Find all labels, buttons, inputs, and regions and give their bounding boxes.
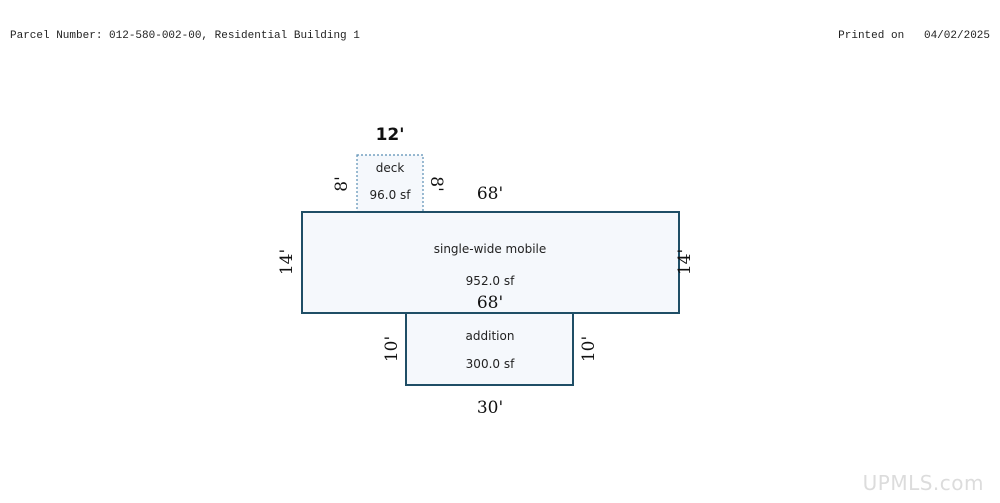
mobile-bottom-dim: 68' <box>477 293 503 313</box>
mobile-area: 952.0 sf <box>466 274 515 288</box>
deck-left-dim: 8' <box>332 176 352 192</box>
addition-area: 300.0 sf <box>466 357 515 371</box>
deck-right-dim: 8' <box>426 176 446 192</box>
deck-top-dim: 12' <box>376 125 405 145</box>
printed-on: Printed on 04/02/2025 <box>838 30 990 42</box>
deck-name: deck <box>376 161 405 175</box>
mobile-top-dim: 68' <box>477 184 503 204</box>
addition-right-dim: 10' <box>579 336 599 362</box>
parcel-number: Parcel Number: 012-580-002-00, Residenti… <box>10 30 360 42</box>
addition-left-dim: 10' <box>382 336 402 362</box>
addition-bottom-dim: 30' <box>477 398 503 418</box>
mobile-right-dim: 14' <box>675 249 695 275</box>
mobile-name: single-wide mobile <box>434 242 547 256</box>
deck-area: 96.0 sf <box>369 188 411 202</box>
printed-label: Printed on <box>838 30 905 42</box>
mobile-left-dim: 14' <box>277 249 297 275</box>
upmls-watermark: UPMLS.com <box>862 471 984 495</box>
printed-date: 04/02/2025 <box>923 30 990 42</box>
addition-name: addition <box>466 329 515 343</box>
addition-rect <box>405 312 574 386</box>
